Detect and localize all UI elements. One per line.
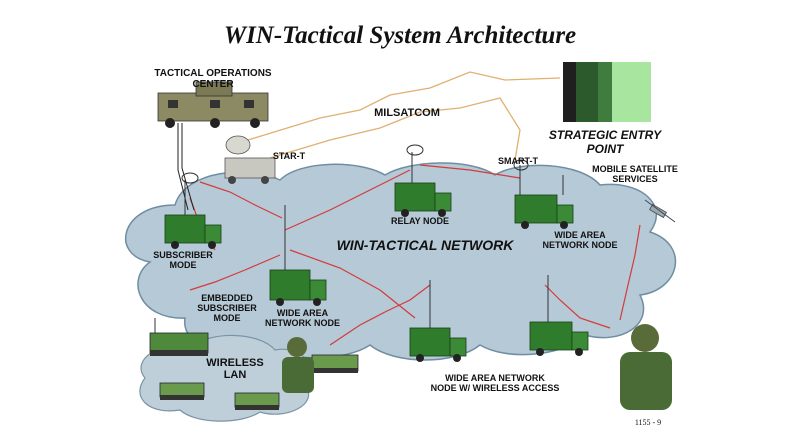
tracked-vehicle-icon xyxy=(311,354,359,373)
smart-t-label: SMART-T xyxy=(498,156,538,166)
tracked-vehicle-icon xyxy=(159,382,205,400)
tracked-vehicle-icon xyxy=(234,392,280,410)
subscriber-vehicle-icon xyxy=(164,172,222,249)
tracked-vehicle-icon xyxy=(149,318,209,356)
radio-links xyxy=(189,164,641,346)
tactical-operations-center-icon xyxy=(157,81,269,128)
wireless-lan-label: WIRELESS LAN xyxy=(206,357,264,381)
relay-node-vehicle-icon xyxy=(394,144,452,217)
strategic-entry-point-label: STRATEGIC ENTRY POINT xyxy=(548,128,662,156)
relay-node-label: RELAY NODE xyxy=(390,216,450,226)
wide-area-node-wireless-label: WIDE AREA NETWORK NODE W/ WIRELESS ACCES… xyxy=(430,373,560,393)
embedded-subscriber-label: EMBEDDED SUBSCRIBER MODE xyxy=(197,293,257,323)
toc-label: TACTICAL OPERATIONS CENTER xyxy=(154,68,272,90)
wide-area-node-center-label: WIDE AREA NETWORK NODE xyxy=(265,308,340,328)
star-t-label: STAR-T xyxy=(272,151,306,161)
strategic-entry-point-graphic xyxy=(563,62,651,122)
mobile-satellite-icon xyxy=(644,199,676,223)
wide-area-node-wireless-vehicle-icon-left xyxy=(409,280,467,362)
mobile-satellite-label: MOBILE SATELLITE SERVICES xyxy=(592,164,678,184)
figure-number: 1155 - 9 xyxy=(634,418,662,427)
wide-area-node-center-vehicle-icon xyxy=(269,205,327,306)
subscriber-mode-label: SUBSCRIBER MODE xyxy=(153,250,213,270)
milsatcom-label: MILSATCOM xyxy=(374,107,440,119)
wide-area-node-right-label: WIDE AREA NETWORK NODE xyxy=(542,230,618,250)
wide-area-node-wireless-vehicle-icon-right xyxy=(529,275,589,356)
wide-area-node-right-vehicle-icon xyxy=(513,159,574,229)
satellite-links xyxy=(247,71,561,161)
network-label: WIN-TACTICAL NETWORK xyxy=(336,237,514,253)
star-t-vehicle-icon xyxy=(224,135,276,184)
soldier-icon xyxy=(282,337,314,393)
soldier-icon xyxy=(620,324,672,410)
diagram-title: WIN-Tactical System Architecture xyxy=(223,22,577,49)
